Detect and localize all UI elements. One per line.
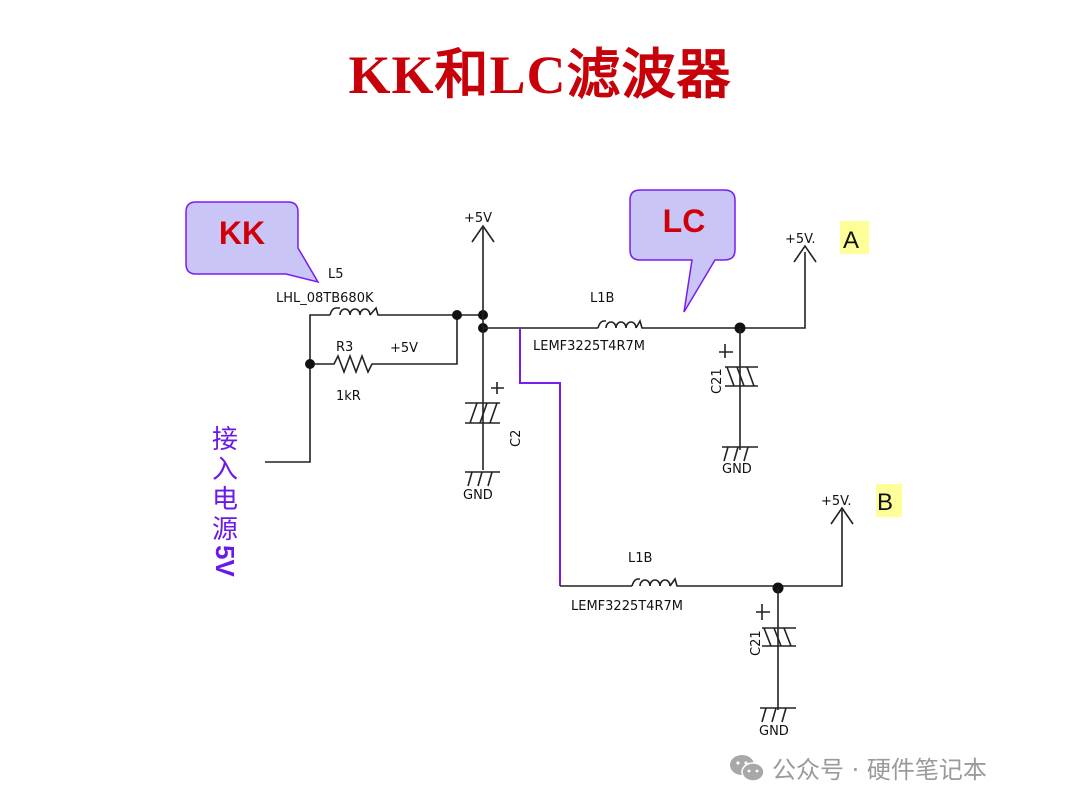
inductor-l1b-b <box>631 510 843 587</box>
l1b-b-part: LEMF3225T4R7M <box>571 599 683 614</box>
input-power-label: 接 入 电 源 5V <box>210 425 240 577</box>
c2-ref: C2 <box>509 430 524 447</box>
resistor-r3 <box>310 315 458 375</box>
input-char: 源 <box>211 515 238 544</box>
main-5v-label: +5V <box>464 211 492 226</box>
callout-lc-label: LC <box>663 203 706 239</box>
r3-value: 1kR <box>336 389 361 404</box>
power-arrow-icon <box>830 506 854 525</box>
capacitor-c21-a <box>719 344 758 387</box>
callout-lc: LC <box>629 189 736 313</box>
capacitor-c2 <box>465 382 504 424</box>
inductor-l5 <box>329 306 457 316</box>
power-arrow-icon <box>793 244 817 263</box>
gnd-label: GND <box>759 724 789 739</box>
r3-ref: R3 <box>336 340 353 355</box>
branch-wire <box>519 328 561 586</box>
c21-b-ref: C21 <box>749 630 764 656</box>
l1b-a-ref: L1B <box>590 291 614 306</box>
capacitor-c21-b <box>756 604 796 647</box>
power-arrow-icon <box>471 224 495 243</box>
r3-net: +5V <box>390 341 418 356</box>
gnd-symbol-icon <box>465 471 500 487</box>
out-a-highlight <box>840 221 869 254</box>
page-title: KK和LC滤波器 <box>348 45 732 105</box>
out-a-prefix: +5V. <box>785 232 816 247</box>
gnd-label: GND <box>463 488 493 503</box>
l5-part: LHL_08TB680K <box>276 291 374 306</box>
gnd-symbol-icon <box>760 707 796 723</box>
junction-dot <box>305 359 315 369</box>
watermark: 公众号 · 硬件笔记本 <box>728 750 987 785</box>
junction-dot <box>452 310 462 320</box>
l5-ref: L5 <box>328 267 344 282</box>
c21-a-ref: C21 <box>710 368 725 394</box>
l1b-a-part: LEMF3225T4R7M <box>533 339 645 354</box>
l1b-b-ref: L1B <box>628 551 652 566</box>
callout-kk: KK <box>185 201 320 284</box>
out-a-tag: A <box>843 227 859 254</box>
input-char: 接 <box>211 425 238 454</box>
callout-kk-label: KK <box>219 215 265 251</box>
out-b-tag: B <box>877 489 893 516</box>
inductor-l1b-a <box>597 252 806 329</box>
wechat-icon <box>728 753 766 783</box>
input-char: 入 <box>211 455 238 484</box>
out-b-highlight <box>876 484 902 517</box>
input-voltage: 5V <box>210 545 240 577</box>
out-b-prefix: +5V. <box>821 494 852 509</box>
gnd-label: GND <box>722 462 752 477</box>
input-char: 电 <box>211 485 238 514</box>
gnd-symbol-icon <box>722 446 758 462</box>
watermark-text: 公众号 · 硬件笔记本 <box>772 756 987 784</box>
input-wire <box>265 314 330 463</box>
